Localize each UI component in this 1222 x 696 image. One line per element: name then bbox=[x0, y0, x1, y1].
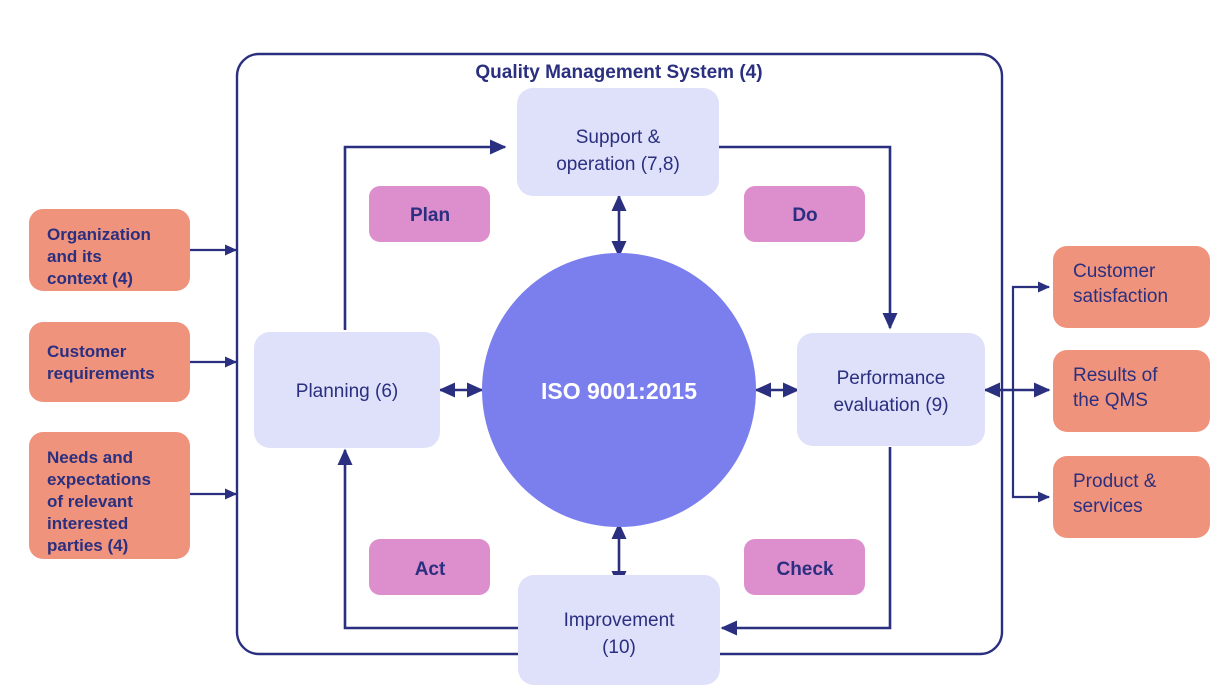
node-pdca-check-label: Check bbox=[776, 559, 833, 580]
connector-support-to-performance bbox=[718, 145, 898, 330]
node-core-iso-label: ISO 9001:2015 bbox=[541, 378, 697, 404]
node-input-needs-expectations[interactable]: Needs and expectations of relevant inter… bbox=[29, 432, 190, 559]
node-performance-evaluation-label-line1: Performance bbox=[837, 368, 946, 389]
node-output-results-qms[interactable]: Results of the QMS bbox=[1053, 350, 1210, 432]
node-output-customer-satisfaction-line1: Customer bbox=[1073, 261, 1156, 282]
node-pdca-plan[interactable]: Plan bbox=[369, 186, 490, 242]
connector-output-customer-satisfaction bbox=[1011, 281, 1051, 390]
connector-output-product-services bbox=[1011, 390, 1051, 503]
node-improvement-label-line1: Improvement bbox=[564, 610, 676, 631]
node-pdca-plan-label: Plan bbox=[410, 205, 450, 226]
node-performance-evaluation-label-line2: evaluation (9) bbox=[833, 395, 948, 416]
node-support-operation-label-line2: operation (7,8) bbox=[556, 154, 680, 175]
node-input-needs-expectations-line1: Needs and bbox=[47, 448, 133, 467]
node-input-customer-requirements-line1: Customer bbox=[47, 342, 127, 361]
node-input-needs-expectations-line3: of relevant bbox=[47, 492, 133, 511]
node-pdca-act[interactable]: Act bbox=[369, 539, 490, 595]
node-input-organization-context-line1: Organization bbox=[47, 225, 151, 244]
connector-performance-to-improvement bbox=[720, 447, 892, 636]
node-support-operation[interactable]: Support & operation (7,8) bbox=[517, 88, 719, 196]
node-output-customer-satisfaction[interactable]: Customer satisfaction bbox=[1053, 246, 1210, 328]
node-planning-label: Planning (6) bbox=[296, 381, 398, 402]
node-input-needs-expectations-line5: parties (4) bbox=[47, 536, 128, 555]
connector-improvement-to-planning bbox=[337, 448, 518, 630]
node-output-product-services-line2: services bbox=[1073, 496, 1143, 517]
node-pdca-do-label: Do bbox=[792, 205, 817, 226]
node-input-customer-requirements[interactable]: Customer requirements bbox=[29, 322, 190, 402]
node-pdca-do[interactable]: Do bbox=[744, 186, 865, 242]
node-core-iso[interactable]: ISO 9001:2015 bbox=[482, 253, 756, 527]
node-input-organization-context-line3: context (4) bbox=[47, 269, 133, 288]
node-input-needs-expectations-line2: expectations bbox=[47, 470, 151, 489]
node-pdca-check[interactable]: Check bbox=[744, 539, 865, 595]
node-output-product-services[interactable]: Product & services bbox=[1053, 456, 1210, 538]
node-output-results-qms-line2: the QMS bbox=[1073, 390, 1148, 411]
connector-plan-to-support bbox=[343, 139, 507, 330]
node-input-organization-context[interactable]: Organization and its context (4) bbox=[29, 209, 190, 291]
node-planning[interactable]: Planning (6) bbox=[254, 332, 440, 448]
node-input-organization-context-line2: and its bbox=[47, 247, 102, 266]
node-support-operation-label-line1: Support & bbox=[576, 127, 661, 148]
node-output-customer-satisfaction-line2: satisfaction bbox=[1073, 286, 1168, 307]
node-output-product-services-line1: Product & bbox=[1073, 471, 1157, 492]
node-improvement[interactable]: Improvement (10) bbox=[518, 575, 720, 685]
page-title: Quality Management System (4) bbox=[475, 62, 762, 83]
node-performance-evaluation[interactable]: Performance evaluation (9) bbox=[797, 333, 985, 446]
node-input-customer-requirements-line2: requirements bbox=[47, 364, 155, 383]
node-input-needs-expectations-line4: interested bbox=[47, 514, 128, 533]
node-output-results-qms-line1: Results of bbox=[1073, 365, 1158, 386]
node-pdca-act-label: Act bbox=[415, 559, 446, 580]
node-improvement-label-line2: (10) bbox=[602, 637, 636, 658]
